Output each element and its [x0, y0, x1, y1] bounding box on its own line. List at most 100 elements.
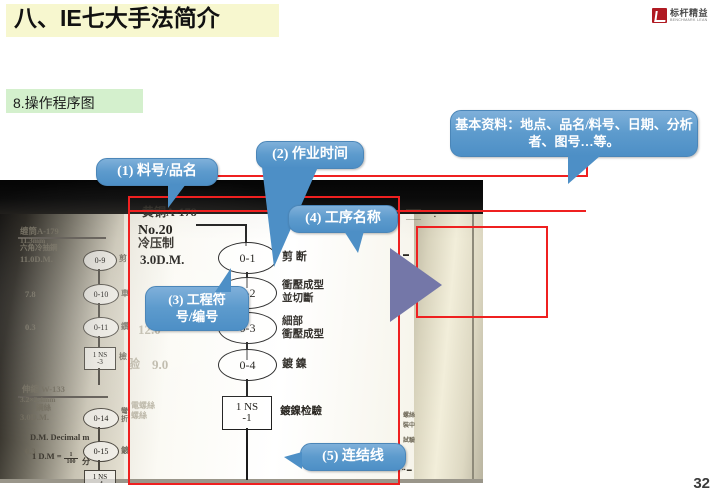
- scan-left-dim2: 7.8: [25, 289, 36, 299]
- scan-page-fold: [472, 198, 474, 483]
- callout-symbol-number[interactable]: (3) 工程符 号/编号: [145, 286, 249, 331]
- callout-work-time[interactable]: (2) 作业时间: [256, 141, 364, 169]
- scan-left-inspect-2-line2: -4: [97, 481, 103, 484]
- scan-left-node-0-11: 0-11: [83, 317, 119, 338]
- scan-main-drawing-no: No.20: [138, 223, 173, 238]
- logo-wordmark: 标杆精益 BENCHMARK LEAN: [669, 7, 708, 23]
- scan-left-connector-1: [98, 269, 100, 284]
- scan-left-node-0-14: 0-14: [83, 408, 119, 429]
- scan-left-rule-1: [18, 237, 106, 239]
- scan-main-process: 冷压制: [138, 236, 175, 250]
- callout-work-time-text: (2) 作业时间: [272, 147, 348, 163]
- section-label: 8.操作程序图: [13, 95, 95, 111]
- scan-left-footnote-fraction-bar: [64, 458, 78, 459]
- scan-main-node-0-3-label1: 細部: [282, 316, 303, 327]
- scan-left-node-0-9-label: 剪: [119, 254, 127, 263]
- scan-main-connector-4: [246, 379, 248, 397]
- scan-left-dim1: 11.0D.M.: [20, 254, 53, 264]
- scan-left-node-0-14-label1: 彎: [121, 407, 128, 415]
- scan-left-node-0-10-label: 車: [121, 289, 129, 298]
- scan-left-node-0-9: 0-9: [83, 250, 117, 271]
- scan-left-footnote-denominator: 100: [66, 459, 76, 465]
- scan-left-node-0-10: 0-10: [83, 284, 119, 305]
- scan-main-rule-top: [196, 224, 246, 226]
- scan-main-connector-5: [246, 428, 248, 480]
- callout-symbol-number-line1: (3) 工程符: [168, 292, 226, 308]
- logo-brand-en: BENCHMARK LEAN: [669, 17, 708, 22]
- scan-right-ghost-2: 裝中: [403, 423, 416, 429]
- scan-main-dim4-prefix: 验: [128, 357, 141, 371]
- page-number: 32: [693, 475, 710, 492]
- scan-left-connector-3: [98, 336, 100, 348]
- scan-main-dim4: 9.0: [152, 357, 169, 372]
- scan-left-node-0-11-label: 鑽: [121, 322, 129, 331]
- callout-symbol-number-tail: [215, 268, 231, 292]
- callout-basic-data-tail: [568, 156, 600, 184]
- logo-mark-icon: [651, 8, 667, 23]
- scan-left-dim5: 0.3: [25, 446, 36, 456]
- scan-left-footnote-fraction: 1 100: [64, 452, 78, 465]
- scan-left-footnote-2b: 分: [82, 457, 90, 466]
- callout-part-number-text: (1) 料号/品名: [117, 164, 197, 180]
- title-highlight-band: [6, 4, 279, 37]
- scan-main-node-0-3-label2: 衝壓成型: [282, 329, 324, 340]
- scan-left-footnote-1: D.M. Decimal m: [30, 432, 90, 442]
- scan-main-rule-top-drop: [245, 224, 247, 246]
- scan-left-spec2-line2: 鋼絲: [36, 403, 51, 412]
- scan-main-material: 黄铜A-178: [142, 205, 197, 219]
- scan-left-part1: 缠筒A-179: [20, 226, 59, 236]
- scan-left-spec1-line1: 11.3mm: [20, 236, 46, 245]
- scan-left-spec2-line1: 3.2×2.4mm: [20, 395, 56, 404]
- scan-left-inspect-1-line1: 1 NS: [92, 350, 108, 359]
- scan-left-inspect-2: 1 NS -4: [84, 470, 116, 483]
- callout-part-number-tail: [168, 184, 186, 208]
- callout-basic-data-text: 基本资料：地点、品名/料号、日期、分析者、图号…等。: [455, 117, 693, 149]
- scan-right-ghost-3: 試驗: [403, 438, 416, 444]
- scan-left-spec1-line2: 六角冷抽鋼: [20, 243, 58, 252]
- scan-main-node-0-2-label1: 衝壓成型: [282, 280, 324, 291]
- section-highlight-band: [6, 89, 143, 113]
- scan-right-ghost-1: 螺絲: [403, 413, 416, 419]
- scan-left-dim4: 3.0D.M.: [20, 412, 50, 422]
- logo-brand-cn: 标杆精益: [669, 7, 708, 18]
- scan-bottom-edge: [0, 479, 483, 483]
- scan-left-rule-2: [18, 396, 108, 398]
- scan-main-inspect-node: 1 NS -1: [222, 396, 272, 430]
- scan-right-mark-3: ▪: [434, 215, 436, 220]
- scan-left-inspect-1-label: 檢: [119, 352, 127, 361]
- scan-main-dim1: 3.0D.M.: [140, 252, 185, 267]
- company-logo: 标杆精益 BENCHMARK LEAN: [651, 7, 708, 23]
- scan-main-ghost-1: 電螺絲: [131, 401, 155, 410]
- callout-part-number[interactable]: (1) 料号/品名: [96, 158, 218, 186]
- scan-main-ghost-2: 螺絲: [131, 411, 147, 420]
- scan-right-mark-2: ———: [406, 218, 421, 223]
- scan-left-footnote-numerator: 1: [69, 452, 73, 458]
- scan-right-mark-6: ▪▪ ▬: [402, 468, 412, 473]
- scan-left-footnote-2a: 1 D.M =: [32, 451, 62, 461]
- scan-left-part2: 伸縮 W-133: [22, 384, 65, 394]
- scan-left-node-0-14-label2: 折: [121, 415, 128, 423]
- page-title: 八、IE七大手法简介: [14, 5, 220, 31]
- scan-left-node-0-15-label: 鍍: [121, 446, 129, 455]
- scan-left-inspect-1: 1 NS -3: [84, 347, 116, 370]
- scan-main-node-0-2-label2: 並切斷: [282, 293, 314, 304]
- scan-left-node-0-15: 0-15: [83, 441, 119, 462]
- callout-process-name[interactable]: (4) 工序名称: [288, 205, 398, 233]
- callout-connector-line[interactable]: (5) 连结线: [300, 443, 406, 471]
- scan-left-dim3: 0.3: [25, 322, 36, 332]
- callout-connector-line-text: (5) 连结线: [322, 449, 384, 465]
- scan-left-connector-2: [98, 303, 100, 318]
- red-guide-line-top: [130, 175, 588, 177]
- scan-left-connector-4: [98, 368, 100, 385]
- scan-left-connector-5: [98, 427, 100, 442]
- callout-symbol-number-line2: 号/编号: [175, 308, 219, 324]
- scan-main-inspect-line1: 1 NS: [235, 401, 259, 413]
- callout-connector-line-tail: [284, 452, 302, 469]
- callout-process-name-text: (4) 工序名称: [305, 211, 381, 227]
- purple-pointer-arrow-icon: [390, 248, 442, 322]
- scan-left-inspect-2-line1: 1 NS: [92, 473, 108, 481]
- scan-main-inspect-label: 鍍鎳检驗: [280, 406, 322, 417]
- scan-main-node-0-4-label: 鍍 鎳: [282, 358, 307, 370]
- scan-main-inspect-line2: -1: [242, 412, 252, 424]
- callout-basic-data[interactable]: 基本资料：地点、品名/料号、日期、分析者、图号…等。: [450, 110, 698, 157]
